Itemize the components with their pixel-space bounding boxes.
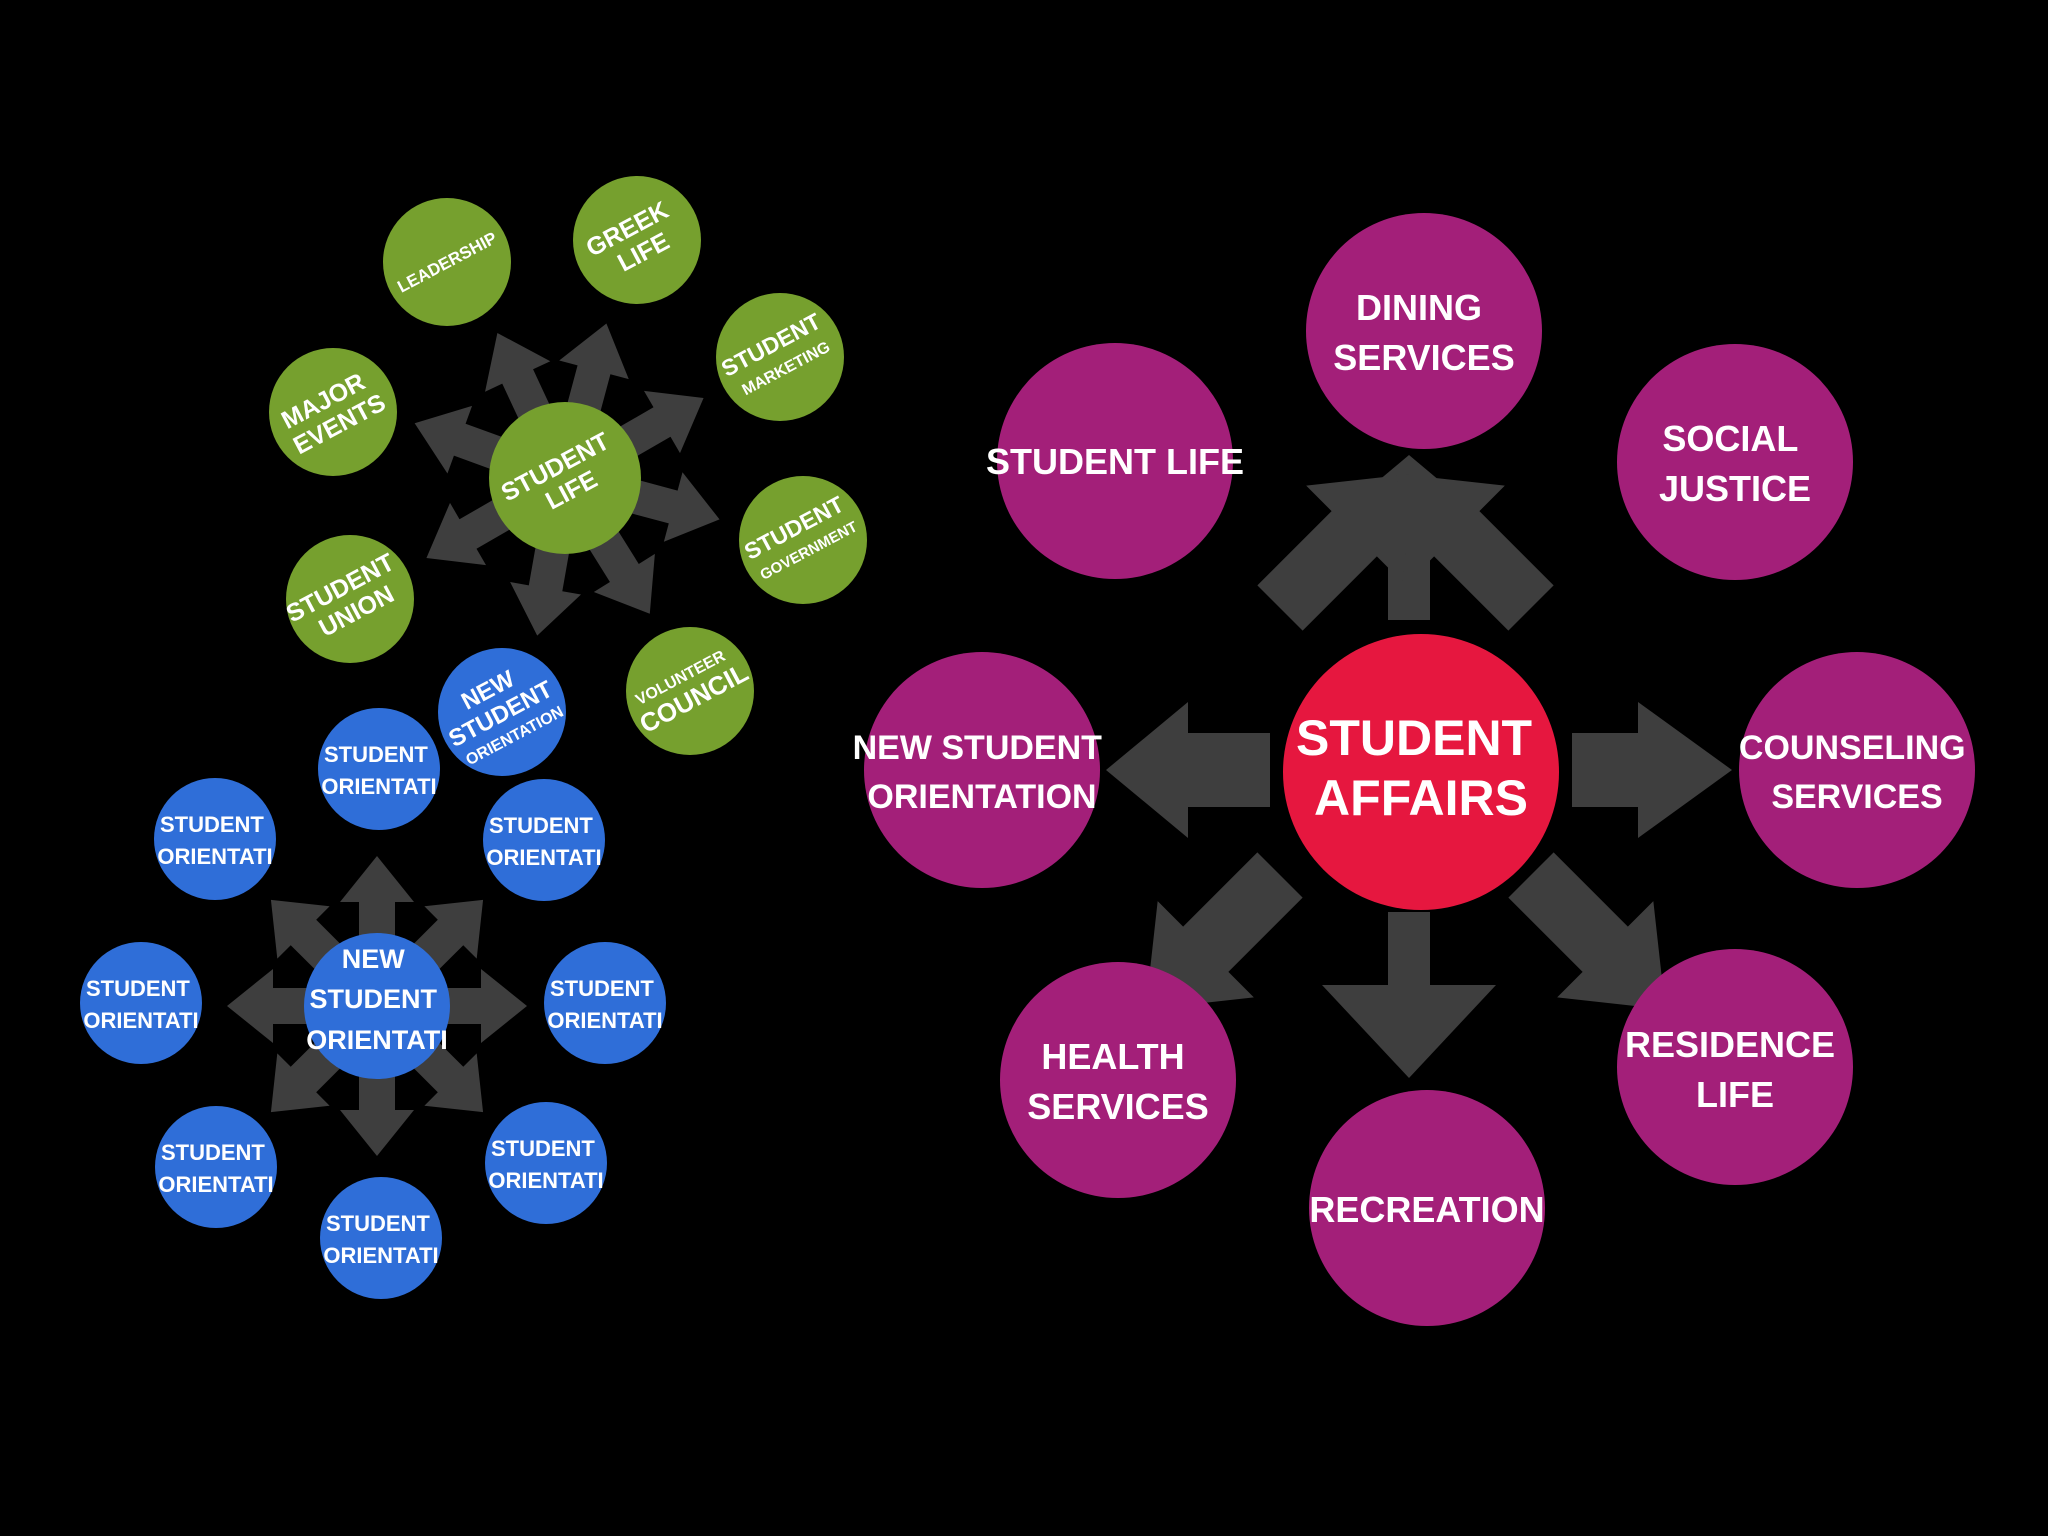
node-label: STUDENT ORIENTATI [323, 1211, 438, 1268]
node-label: STUDENT ORIENTATI [486, 813, 601, 870]
node-new-student-orientation-small: NEW STUDENT ORIENTATION [438, 648, 567, 776]
arrow-to-new-student-orientation [1106, 702, 1270, 838]
arrow-to-greek-life [559, 323, 629, 425]
node-orientati-top: STUDENT ORIENTATI [318, 708, 440, 830]
arrow-to-orientati-bottom-right [410, 1039, 484, 1113]
arrow-to-residence-life [1508, 852, 1666, 1010]
center-student-affairs: STUDENT AFFAIRS [1283, 634, 1559, 910]
node-label: STUDENT ORIENTATI [158, 1140, 273, 1197]
center-label: NEW STUDENT ORIENTATI [306, 944, 448, 1055]
node-student-marketing: STUDENT MARKETING [716, 293, 844, 421]
node-label: STUDENT ORIENTATI [547, 976, 662, 1033]
node-social-justice: SOCIAL JUSTICE [1617, 344, 1853, 580]
node-label: STUDENT ORIENTATI [488, 1136, 603, 1193]
arrow-to-student-government [618, 472, 720, 542]
cluster-student-affairs: DINING SERVICES SOCIAL JUSTICE COUNSELIN… [853, 213, 1975, 1326]
node-label: DINING SERVICES [1333, 287, 1514, 378]
node-label: HEALTH SERVICES [1027, 1036, 1208, 1127]
node-orientati-bottom-right: STUDENT ORIENTATI [485, 1102, 607, 1224]
arrow-to-orientati-top [340, 856, 414, 940]
center-new-student-orientation: NEW STUDENT ORIENTATI [304, 933, 450, 1079]
arrow-to-orientati-left [227, 969, 311, 1043]
node-orientati-bottom: STUDENT ORIENTATI [320, 1177, 442, 1299]
arrow-to-orientati-right [443, 969, 527, 1043]
arrow-to-leadership [485, 332, 556, 431]
node-recreation: RECREATION [1309, 1090, 1545, 1326]
node-label: COUNSELING SERVICES [1739, 729, 1975, 816]
node-label: RESIDENCE LIFE [1625, 1024, 1845, 1115]
center-label: STUDENT AFFAIRS [1296, 710, 1546, 826]
arrow-to-orientati-top-right [410, 899, 484, 973]
node-counseling-services: COUNSELING SERVICES [1739, 652, 1975, 888]
arrow-to-recreation [1322, 912, 1496, 1078]
node-orientati-bottom-left: STUDENT ORIENTATI [155, 1106, 277, 1228]
arrows-new-student-orientation [227, 856, 527, 1156]
node-label: STUDENT ORIENTATI [321, 742, 436, 799]
node-orientati-top-right: STUDENT ORIENTATI [483, 779, 605, 901]
node-orientati-left: STUDENT ORIENTATI [80, 942, 202, 1064]
node-volunteer-council: VOLUNTEER COUNCIL [626, 627, 754, 755]
node-label: STUDENT ORIENTATI [157, 812, 272, 869]
node-health-services: HEALTH SERVICES [1000, 962, 1236, 1198]
arrow-to-orientati-bottom-left [270, 1039, 344, 1113]
node-student-government: STUDENT GOVERNMENT [739, 476, 867, 604]
node-label: NEW STUDENT ORIENTATION [853, 729, 1112, 816]
cluster-new-student-orientation: NEW STUDENT ORIENTATION STUDENT ORIENTAT… [80, 648, 666, 1299]
arrow-to-major-events [414, 405, 515, 474]
node-major-events: MAJOR EVENTS [269, 348, 397, 476]
arrow-to-student-life [1396, 473, 1554, 631]
node-student-life: STUDENT LIFE [986, 343, 1244, 579]
arrow-to-new-student-orientation-small [510, 534, 582, 636]
node-orientati-top-left: STUDENT ORIENTATI [154, 778, 276, 900]
arrow-to-counseling-services [1572, 702, 1732, 838]
arrow-to-health-services [1145, 852, 1303, 1010]
arrows-student-affairs [1106, 455, 1732, 1078]
cluster-student-life: LEADERSHIP GREEK LIFE STUDENT MARKETING … [269, 176, 867, 755]
node-orientati-right: STUDENT ORIENTATI [544, 942, 666, 1064]
node-label: SOCIAL JUSTICE [1659, 418, 1811, 509]
node-label: STUDENT LIFE [986, 441, 1244, 482]
node-student-union: STUDENT UNION [282, 535, 414, 663]
node-greek-life: GREEK LIFE [573, 176, 701, 304]
node-residence-life: RESIDENCE LIFE [1617, 949, 1853, 1185]
arrow-to-orientati-bottom [340, 1072, 414, 1156]
node-new-student-orientation: NEW STUDENT ORIENTATION [853, 652, 1112, 888]
node-label: STUDENT ORIENTATI [83, 976, 198, 1033]
node-dining-services: DINING SERVICES [1306, 213, 1542, 449]
arrow-to-social-justice [1257, 473, 1415, 631]
node-leadership: LEADERSHIP [383, 198, 511, 326]
arrow-to-orientati-top-left [270, 899, 344, 973]
center-student-life: STUDENT LIFE [489, 402, 641, 554]
node-label: RECREATION [1309, 1189, 1544, 1230]
